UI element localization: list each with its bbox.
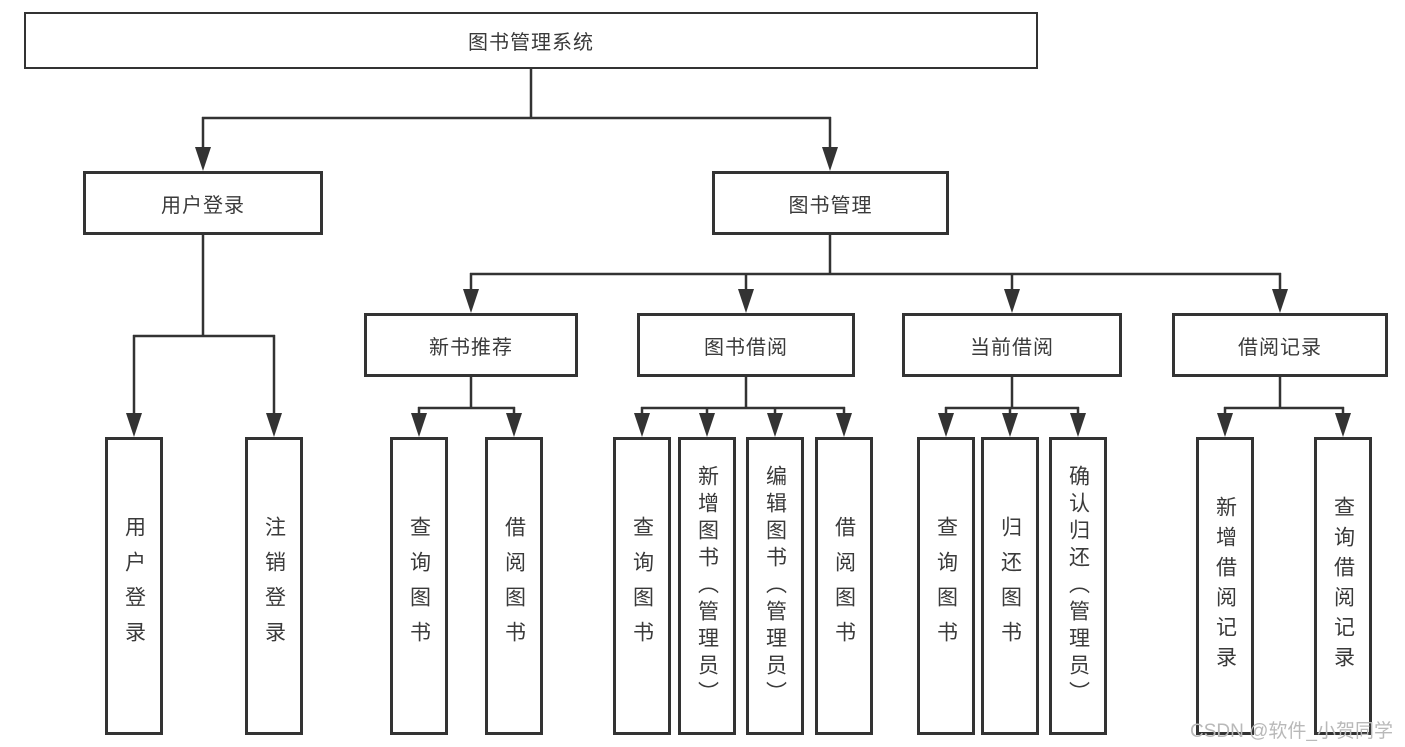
leaf-query-books-recommend: 查询图书	[390, 437, 448, 735]
leaf-add-books-admin: 新增图书（管理员）	[678, 437, 736, 735]
node-new-book-recommend: 新书推荐	[364, 313, 578, 377]
node-borrow-records-label: 借阅记录	[1238, 336, 1322, 359]
node-new-book-recommend-label: 新书推荐	[429, 336, 513, 359]
watermark: CSDN @软件_小贺同学	[1190, 721, 1393, 742]
node-current-borrowing-label: 当前借阅	[970, 336, 1054, 359]
leaf-return-books-label: 归还图书	[998, 516, 1022, 656]
leaf-borrow-books-recommend-label: 借阅图书	[502, 516, 526, 656]
leaf-add-borrow-record: 新增借阅记录	[1196, 437, 1254, 735]
node-book-management-label: 图书管理	[788, 194, 873, 217]
leaf-query-books-current-label: 查询图书	[934, 516, 958, 656]
leaf-edit-books-admin-label: 编辑图书（管理员）	[763, 464, 787, 708]
leaf-add-books-admin-label: 新增图书（管理员）	[695, 464, 719, 708]
leaf-borrow-books-label: 借阅图书	[832, 516, 856, 656]
node-root: 图书管理系统	[24, 12, 1038, 69]
node-book-borrowing-label: 图书借阅	[704, 336, 788, 359]
leaf-query-books-borrowing: 查询图书	[613, 437, 671, 735]
node-user-login-label: 用户登录	[161, 194, 245, 217]
leaf-query-books-current: 查询图书	[917, 437, 975, 735]
node-root-label: 图书管理系统	[468, 32, 594, 54]
node-user-login: 用户登录	[83, 171, 323, 235]
node-borrow-records: 借阅记录	[1172, 313, 1388, 377]
leaf-query-books-recommend-label: 查询图书	[407, 516, 431, 656]
node-book-borrowing: 图书借阅	[637, 313, 855, 377]
leaf-logout-login-label: 注销登录	[262, 516, 286, 656]
leaf-borrow-books-recommend: 借阅图书	[485, 437, 543, 735]
leaf-edit-books-admin: 编辑图书（管理员）	[746, 437, 804, 735]
leaf-user-login: 用户登录	[105, 437, 163, 735]
leaf-confirm-return-admin: 确认归还（管理员）	[1049, 437, 1107, 735]
leaf-add-borrow-record-label: 新增借阅记录	[1213, 496, 1237, 676]
leaf-query-borrow-record-label: 查询借阅记录	[1331, 496, 1355, 676]
leaf-query-books-borrowing-label: 查询图书	[630, 516, 654, 656]
node-current-borrowing: 当前借阅	[902, 313, 1122, 377]
leaf-return-books: 归还图书	[981, 437, 1039, 735]
node-book-management: 图书管理	[712, 171, 949, 235]
leaf-user-login-label: 用户登录	[122, 516, 146, 656]
leaf-query-borrow-record: 查询借阅记录	[1314, 437, 1372, 735]
arrowhead-icons	[126, 147, 1351, 437]
leaf-borrow-books: 借阅图书	[815, 437, 873, 735]
leaf-confirm-return-admin-label: 确认归还（管理员）	[1066, 464, 1090, 708]
leaf-logout-login: 注销登录	[245, 437, 303, 735]
